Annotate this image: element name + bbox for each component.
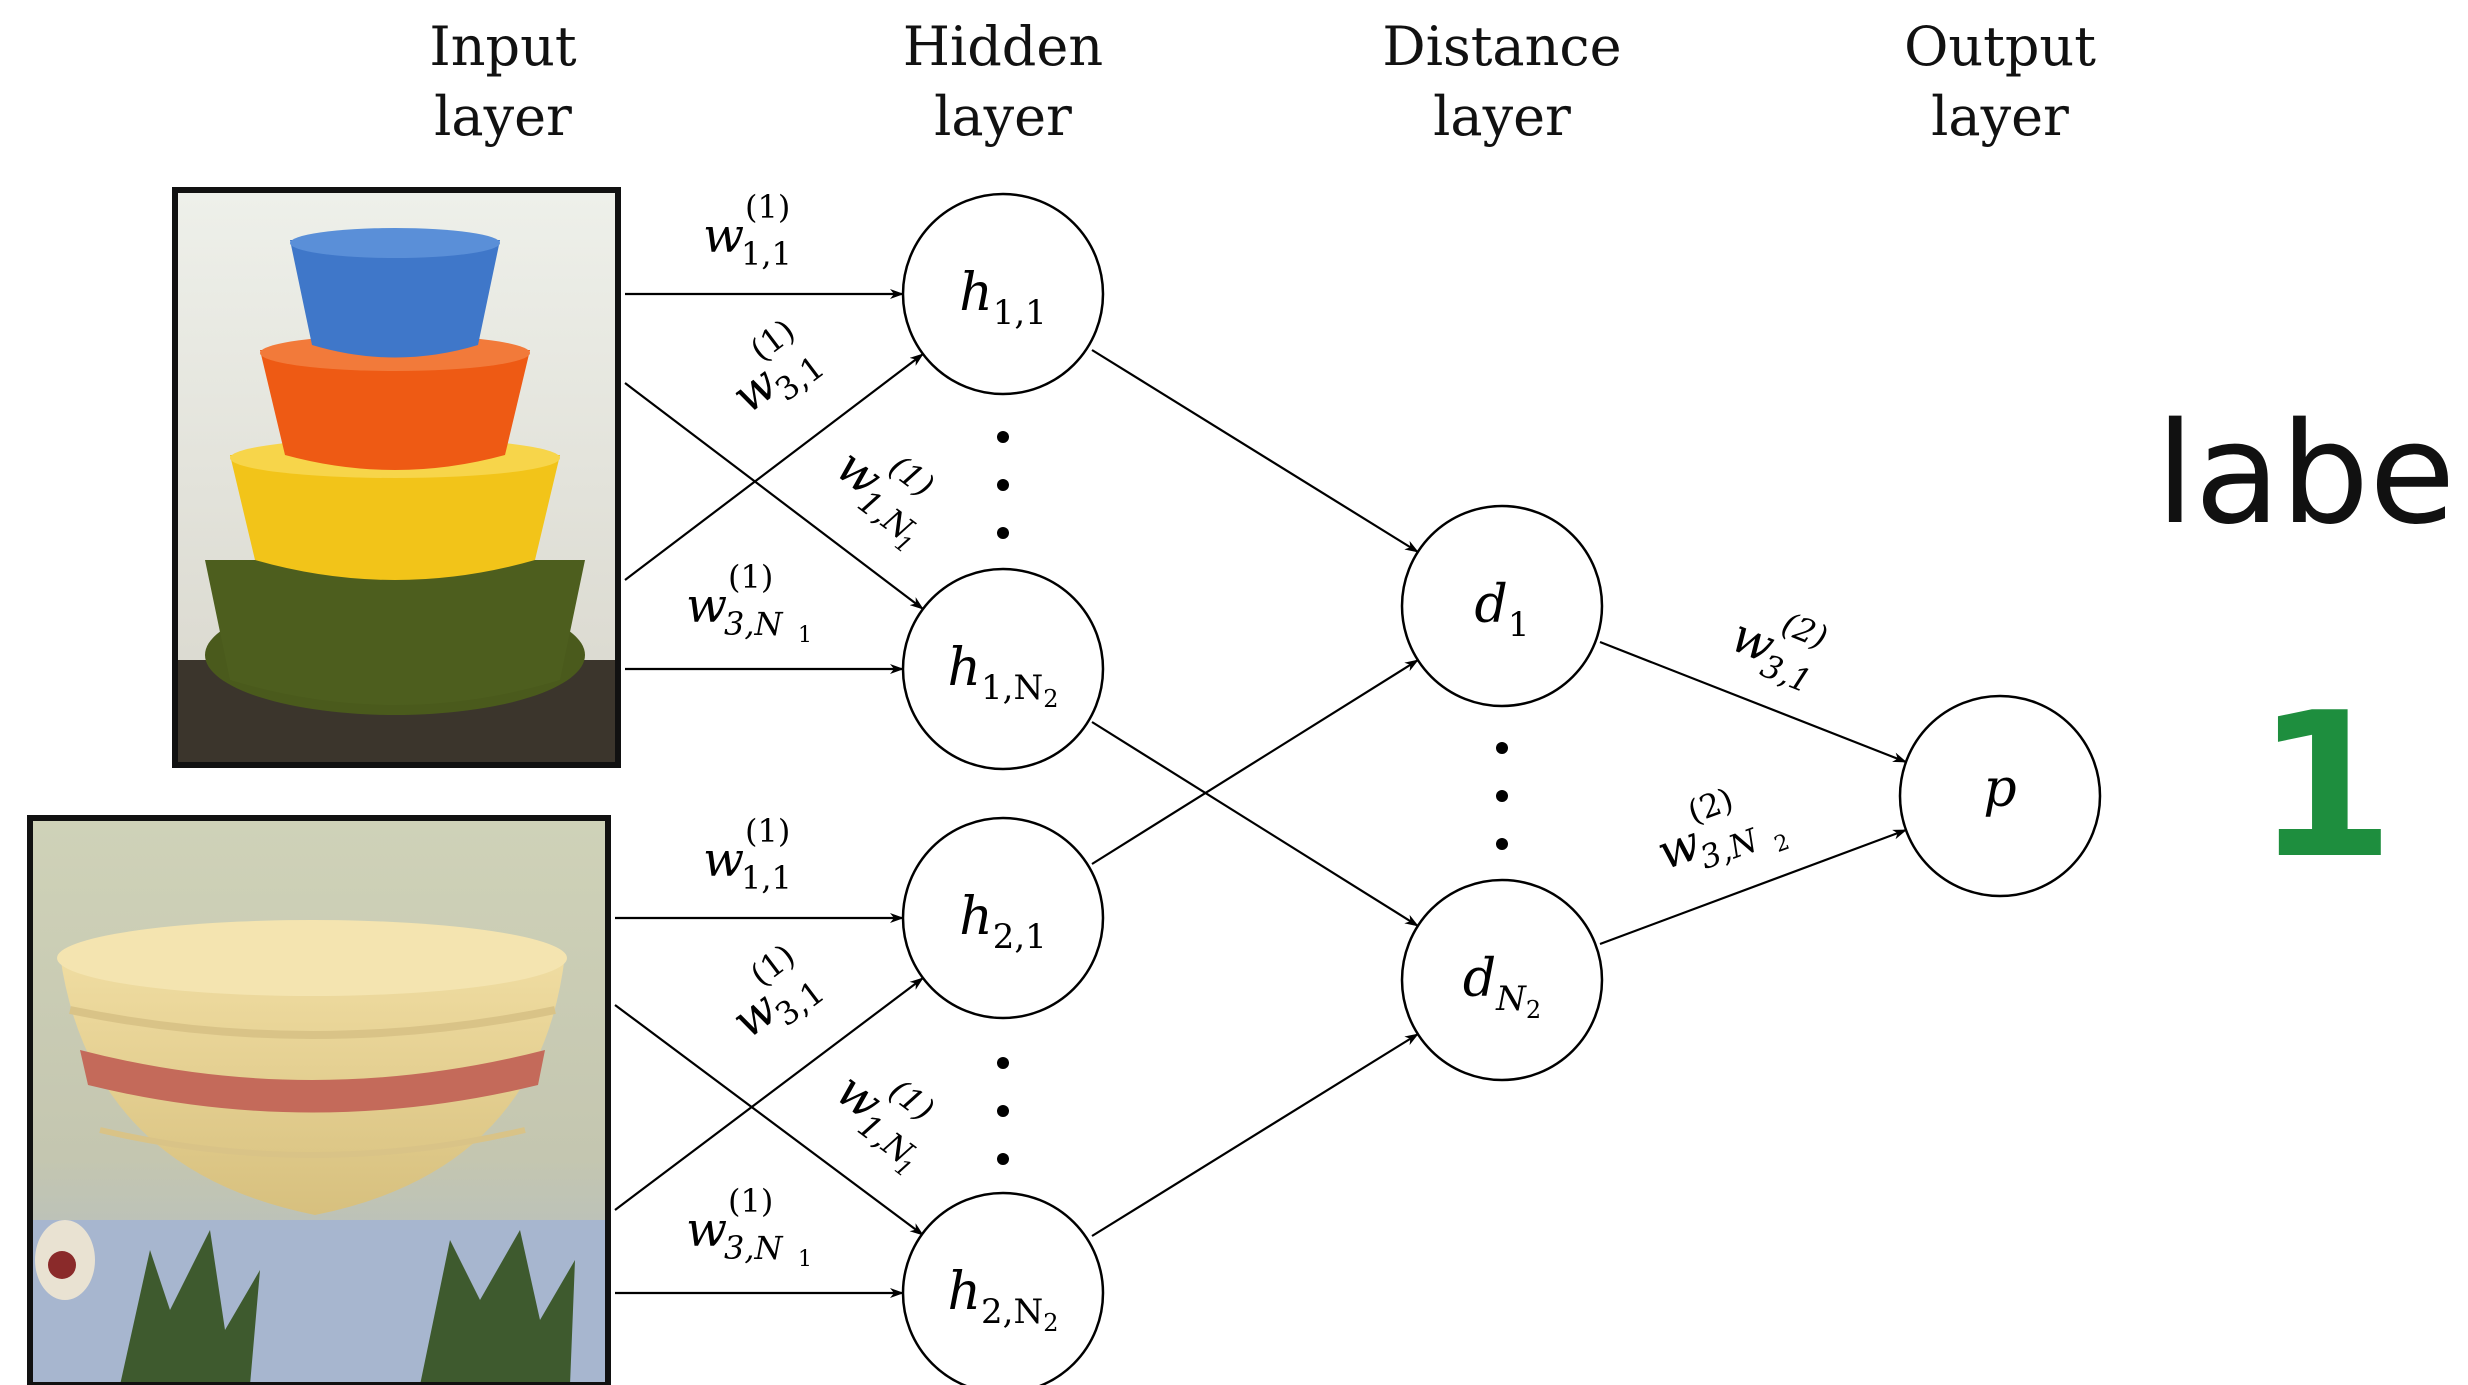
striped-bowl-image xyxy=(27,815,611,1385)
hidden-node-h2N2: h2,N2 xyxy=(901,1191,1105,1385)
weight-w11-top: w (1) 1,1 xyxy=(703,188,792,273)
connections-distance-output xyxy=(1599,640,1907,946)
node-dN2-base: d xyxy=(1463,949,1496,1009)
svg-text:h1,1: h1,1 xyxy=(959,263,1047,333)
node-h21-base: h xyxy=(959,887,993,947)
header-hidden-layer: Hidden layer xyxy=(903,15,1103,148)
header-input-layer: Input layer xyxy=(429,15,576,148)
weight-w11-bottom-sup: (1) xyxy=(745,812,790,850)
node-h2N2-sub: 2,N xyxy=(981,1292,1043,1332)
weight-w3N1-bottom-subsub: 1 xyxy=(798,1247,812,1272)
node-dN2-sub: N xyxy=(1495,979,1527,1019)
hidden-node-h21: h2,1 xyxy=(901,816,1105,1020)
header-output-line1: Output xyxy=(1904,15,2096,78)
ellipsis-distance xyxy=(1496,742,1508,850)
node-h11-base: h xyxy=(959,263,993,323)
edge-h11-d1 xyxy=(1091,349,1419,553)
edge-h21-d1 xyxy=(1091,659,1419,865)
edge-dN2-p xyxy=(1599,828,1907,946)
svg-text:h2,1: h2,1 xyxy=(959,887,1047,957)
weight-w2-31: w (2) 3,1 xyxy=(1724,604,1833,700)
weight-w3N1-bottom: w (1) 3,N 1 xyxy=(686,1182,812,1272)
svg-text:w: w xyxy=(703,208,744,264)
weight-w3N1-top-sup: (1) xyxy=(728,558,773,596)
node-d1-base: d xyxy=(1475,575,1508,635)
stacked-bowls-image xyxy=(172,187,621,768)
orange-bowl xyxy=(260,350,530,470)
edge-h1N2-dN2 xyxy=(1091,721,1419,927)
label-value: 1 xyxy=(2255,670,2394,903)
weight-w31-top: w (1) 3,1 xyxy=(722,311,832,424)
weight-w3N1-bottom-sup: (1) xyxy=(728,1182,773,1220)
header-hidden-line1: Hidden xyxy=(903,15,1103,78)
node-h1N2-subsub: 2 xyxy=(1043,685,1058,713)
ellipsis-hidden-top xyxy=(997,431,1009,539)
yellow-bowl xyxy=(230,455,560,580)
svg-text:w: w xyxy=(686,1202,727,1258)
svg-text:w: w xyxy=(686,578,727,634)
hidden-node-h1N2: h1,N2 xyxy=(901,567,1105,771)
weight-w1N1-bottom: w (1) 1,N 1 xyxy=(826,1062,941,1183)
ellipsis-hidden-bottom xyxy=(997,1057,1009,1165)
node-h2N2-subsub: 2 xyxy=(1043,1309,1058,1337)
node-h1N2-sub: 1,N xyxy=(981,668,1043,708)
node-dN2-subsub: 2 xyxy=(1526,996,1541,1024)
header-distance-layer: Distance layer xyxy=(1382,15,1621,148)
weight-w1N1-top: w (1) 1,N 1 xyxy=(826,438,941,559)
weight-w11-top-sup: (1) xyxy=(745,188,790,226)
weight-w2-31-sup: (2) xyxy=(1777,604,1833,656)
svg-text:h1,N2: h1,N2 xyxy=(948,638,1059,713)
weight-w11-bottom: w (1) 1,1 xyxy=(703,812,792,897)
node-h21-sub: 2,1 xyxy=(993,917,1047,957)
header-hidden-line2: layer xyxy=(934,85,1072,148)
node-d1-sub: 1 xyxy=(1508,605,1530,645)
output-node-p: p xyxy=(1898,694,2102,898)
weight-w11-bottom-sub: 1,1 xyxy=(741,859,792,897)
blue-bowl xyxy=(290,240,500,358)
weight-w2-3N2: w (2) 3,N 2 xyxy=(1650,780,1793,881)
weight-w3N1-top: w (1) 3,N 1 xyxy=(686,558,812,648)
edge-w31-top xyxy=(624,353,924,581)
connections-hidden-distance xyxy=(1091,349,1419,1237)
node-h2N2-base: h xyxy=(948,1262,982,1322)
weight-w3N1-bottom-sub: 3,N xyxy=(724,1229,784,1267)
edge-h2N2-dN2 xyxy=(1091,1033,1419,1237)
svg-text:h2,N2: h2,N2 xyxy=(948,1262,1059,1337)
edge-d1-p xyxy=(1599,640,1907,764)
header-input-line1: Input xyxy=(429,15,576,78)
svg-text:d1: d1 xyxy=(1475,575,1530,645)
node-h11-sub: 1,1 xyxy=(993,293,1047,333)
connections-bottom-input xyxy=(614,913,924,1298)
weight-w3N1-top-subsub: 1 xyxy=(798,623,812,648)
hidden-node-h11: h1,1 xyxy=(901,192,1105,396)
weight-w31-bottom: w (1) 3,1 xyxy=(722,936,832,1049)
weight-w2-3N2-sub: 3,N xyxy=(1695,821,1764,877)
header-distance-line1: Distance xyxy=(1382,15,1621,78)
header-distance-line2: layer xyxy=(1433,85,1571,148)
svg-text:w: w xyxy=(703,832,744,888)
label-title: label xyxy=(2156,393,2468,556)
header-input-line2: layer xyxy=(434,85,572,148)
weight-w3N1-top-sub: 3,N xyxy=(724,605,784,643)
node-p-label: p xyxy=(1983,759,2016,819)
weight-w2-3N2-subsub: 2 xyxy=(1771,830,1793,858)
weight-w11-top-sub: 1,1 xyxy=(741,235,792,273)
connections-top-input xyxy=(624,289,924,674)
edge-w1N1-bottom xyxy=(614,1004,924,1236)
distance-node-d1: d1 xyxy=(1400,504,1604,708)
node-h1N2-base: h xyxy=(948,638,982,698)
svg-text:dN2: dN2 xyxy=(1463,949,1541,1024)
edge-w31-bottom xyxy=(614,977,924,1211)
header-output-layer: Output layer xyxy=(1904,15,2096,148)
header-output-line2: layer xyxy=(1931,85,2069,148)
distance-node-dN2: dN2 xyxy=(1400,878,1604,1082)
edge-w1N1-top xyxy=(624,382,924,610)
